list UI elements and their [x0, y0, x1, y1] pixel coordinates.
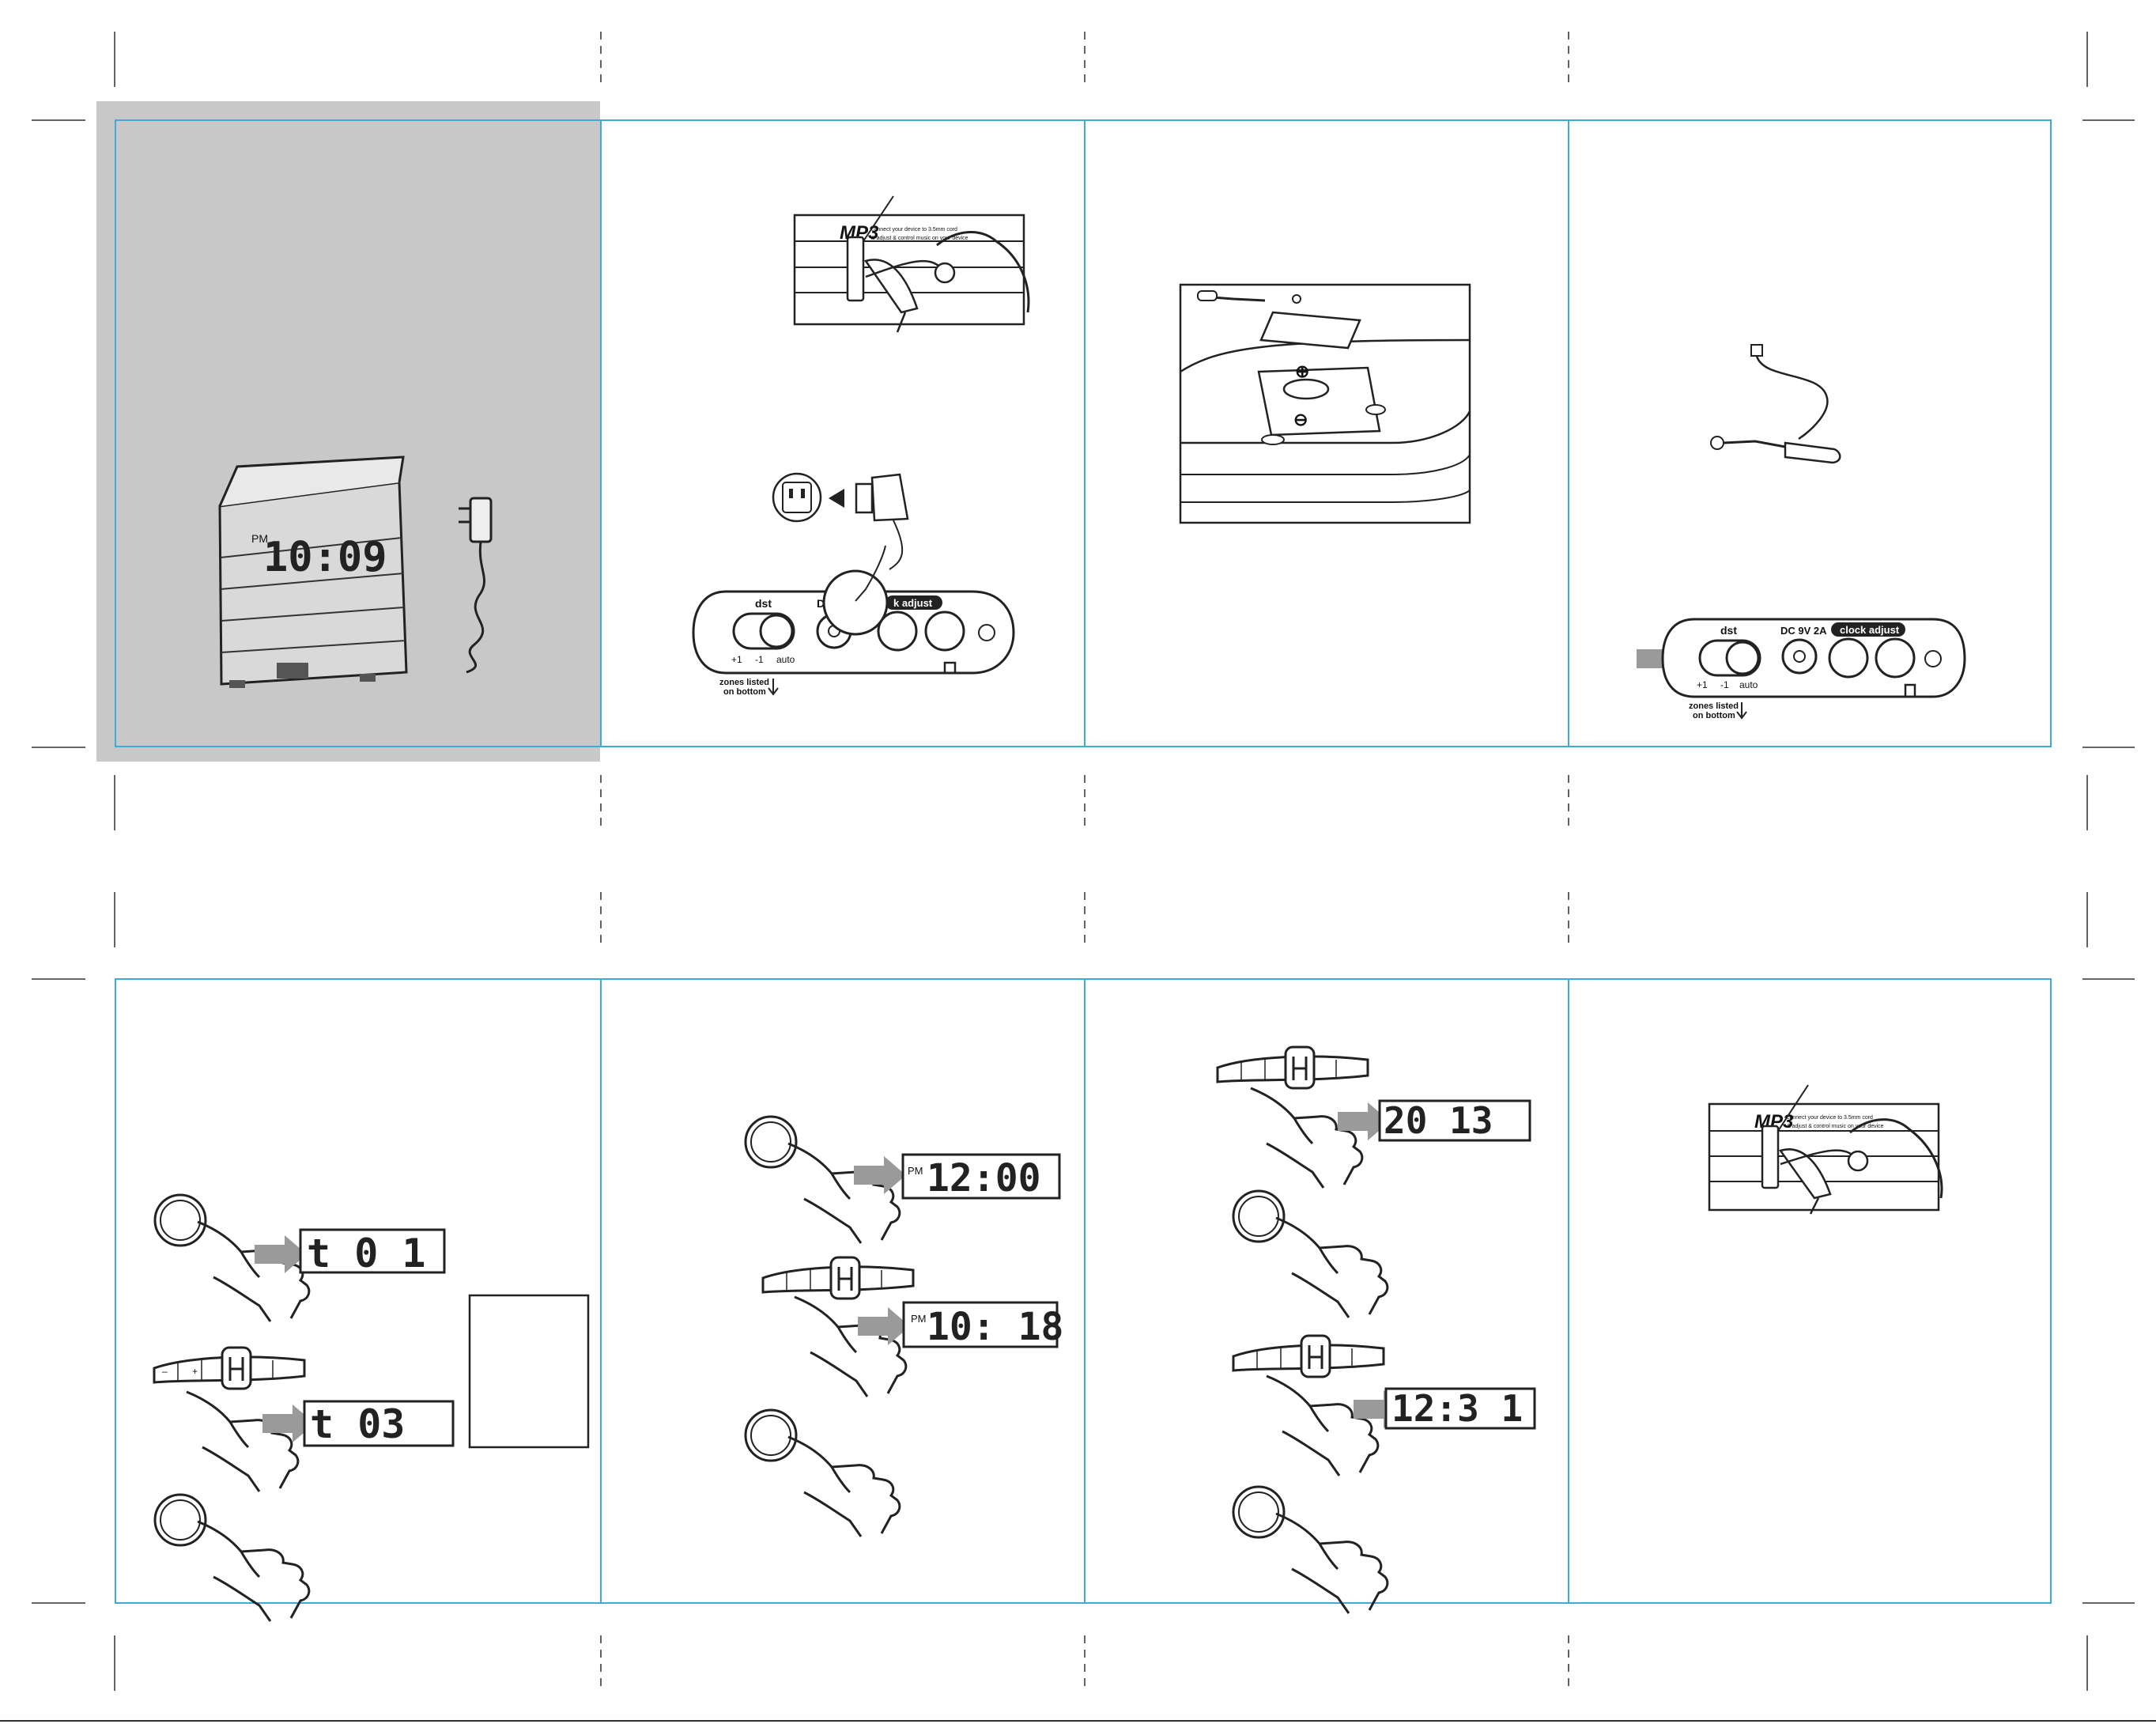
aux-line2-2: & adjust & control music on your device: [1787, 1124, 1884, 1129]
dst-option-minus: -1: [755, 654, 764, 665]
remote-plus: +: [192, 1366, 198, 1377]
aux-line1-2: connect your device to 3.5mm cord: [1787, 1115, 1873, 1121]
timezone-step-group: t 0 1 – + t 03: [153, 1193, 590, 1623]
back-panel-clock-adjust: k adjust: [893, 597, 933, 609]
guide-frames: [115, 119, 2052, 1604]
cover-display-time: 10:09: [263, 534, 387, 581]
back-panel-clock-adjust-group: dst +1 -1 auto DC 9V 2A clock adjust zon…: [1637, 618, 1966, 720]
pm-label-2: PM: [911, 1313, 927, 1325]
back-panel-power: dst +1 -1 auto DC k adjust zones listed …: [692, 545, 1015, 697]
aux-line1: connect your device to 3.5mm cord: [871, 227, 957, 233]
zones-line1: zones listed: [719, 678, 769, 687]
display-t01: t 0 1: [307, 1231, 426, 1276]
time-set-step-group: PM 12:00 PM 10: 18: [744, 1115, 1063, 1538]
aux-connection-illustration-2: MP3 connect your device to 3.5mm cord & …: [1708, 1084, 1943, 1215]
battery-compartment-illustration: ⊕ ⊖: [1179, 283, 1471, 524]
svg-text:⊕: ⊕: [1295, 361, 1309, 381]
zones-line2-2: on bottom: [1693, 711, 1735, 720]
date-set-step-group: 20 13 12:3 1: [1216, 1045, 1536, 1615]
dst-option-plus: +1: [731, 654, 742, 665]
fold-marks: [600, 32, 1569, 1691]
remote-minus: –: [162, 1366, 168, 1377]
aux-line2: & adjust & control music on your device: [871, 236, 969, 241]
back-panel-dst-label-2: dst: [1720, 624, 1737, 637]
display-date: 12:3 1: [1391, 1387, 1523, 1430]
svg-text:⊖: ⊖: [1293, 410, 1308, 429]
display-t03: t 03: [310, 1401, 405, 1447]
wire-screwdriver-illustration: [1710, 344, 1841, 464]
aux-connection-illustration: MP3 connect your device to 3.5mm cord & …: [793, 195, 1030, 333]
dst-option-minus-2: -1: [1720, 679, 1729, 690]
back-panel-dc-full-label: DC 9V 2A: [1780, 625, 1827, 637]
dst-option-auto-2: auto: [1739, 679, 1758, 690]
cover-clock-illustration: PM 10:09: [218, 456, 493, 688]
display-1018: 10: 18: [927, 1305, 1063, 1349]
display-1200: 12:00: [927, 1156, 1041, 1200]
display-year: 20 13: [1384, 1099, 1493, 1142]
zones-line2: on bottom: [723, 687, 766, 697]
cover-ampm: PM: [251, 532, 268, 545]
back-panel-clock-adjust-full: clock adjust: [1840, 624, 1900, 636]
zones-line1-2: zones listed: [1689, 701, 1739, 711]
pm-label-1: PM: [908, 1165, 923, 1177]
dst-option-plus-2: +1: [1697, 679, 1708, 690]
crop-marks: [32, 32, 2135, 1691]
back-panel-dst-label: dst: [755, 597, 772, 610]
dst-option-auto: auto: [776, 654, 795, 665]
power-adapter-illustration: [772, 472, 909, 570]
